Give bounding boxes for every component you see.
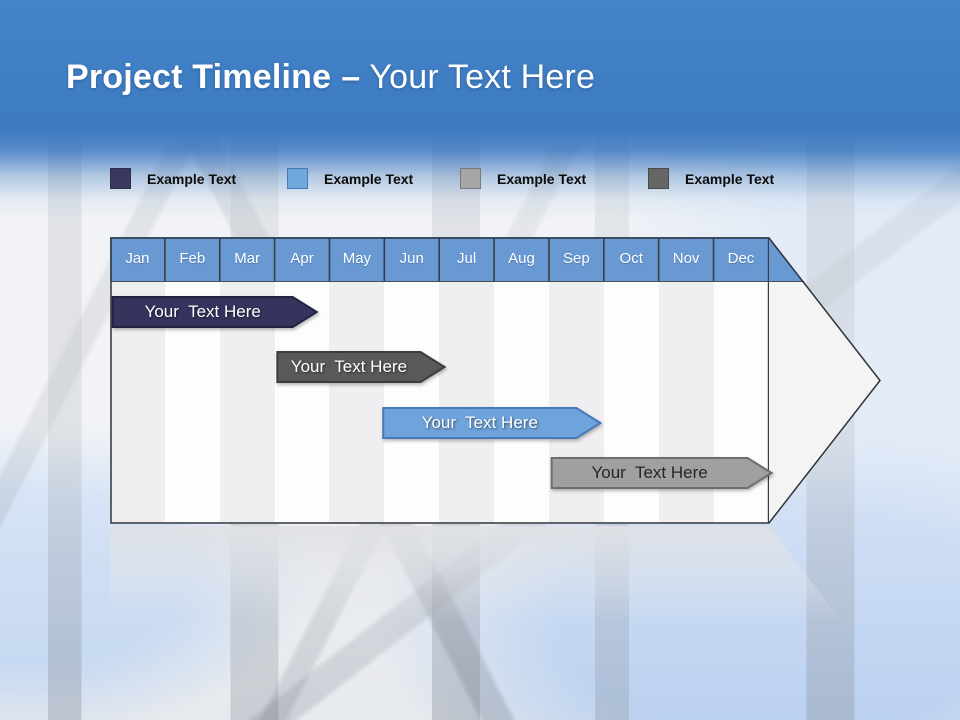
month-header-apr: Apr: [290, 250, 314, 267]
month-header-feb: Feb: [179, 250, 206, 267]
column-stripe-nov: [658, 281, 715, 523]
gray-square-icon: [460, 168, 481, 189]
column-stripe-may: [329, 281, 385, 523]
month-header-jun: Jun: [399, 250, 424, 267]
title-placeholder: Your Text Here: [369, 58, 596, 96]
timeline-arrow-body: Jan Feb Mar Apr May Jun Jul Aug Sep Oct Nov Dec: [110, 237, 880, 524]
column-stripe-sep: [548, 281, 605, 523]
slide-title: Project Timeline – Your Text Here: [66, 58, 595, 97]
column-stripe-oct: [603, 281, 660, 523]
legend: Example Text Example Text Example Text Exam…: [110, 168, 890, 192]
column-stripe-dec: [713, 281, 769, 523]
timeline-reflection: [110, 526, 842, 622]
task-bar-label-2: Your Text Here: [290, 357, 408, 376]
legend-item-label: Example Text: [497, 170, 587, 187]
month-header-nov: Nov: [672, 250, 700, 267]
month-header-jan: Jan: [125, 250, 150, 267]
darkgray-square-icon: [648, 168, 669, 189]
legend-item-label: Example Text: [147, 170, 237, 187]
legend-item: Example Text: [287, 168, 413, 189]
legend-item: Example Text: [110, 168, 236, 189]
blue-square-icon: [287, 168, 308, 189]
column-stripe-aug: [494, 281, 550, 523]
title-main: Project Timeline: [66, 58, 332, 96]
column-stripe-jul: [439, 281, 495, 523]
month-header-mar: Mar: [234, 250, 261, 267]
month-header-oct: Oct: [619, 250, 643, 267]
timeline-chart: Jan Feb Mar Apr May Jun Jul Aug Sep Oct Nov Dec You…: [110, 237, 882, 524]
legend-item: Example Text: [648, 168, 774, 189]
legend-item: Example Text: [460, 168, 586, 189]
column-stripe-jun: [384, 281, 440, 523]
month-header-sep: Sep: [563, 250, 590, 267]
month-header-aug: Aug: [508, 250, 535, 267]
task-bar-label-4: Your Text Here: [591, 463, 708, 482]
legend-item-label: Example Text: [685, 170, 775, 187]
task-bar-label-3: Your Text Here: [421, 413, 538, 432]
legend-item-label: Example Text: [324, 170, 414, 187]
navy-square-icon: [110, 168, 131, 189]
month-header-may: May: [342, 250, 372, 267]
title-dash: –: [341, 58, 361, 96]
month-header-jul: Jul: [457, 250, 477, 267]
task-bar-label-1: Your Text Here: [144, 302, 261, 321]
month-header-dec: Dec: [727, 250, 755, 267]
